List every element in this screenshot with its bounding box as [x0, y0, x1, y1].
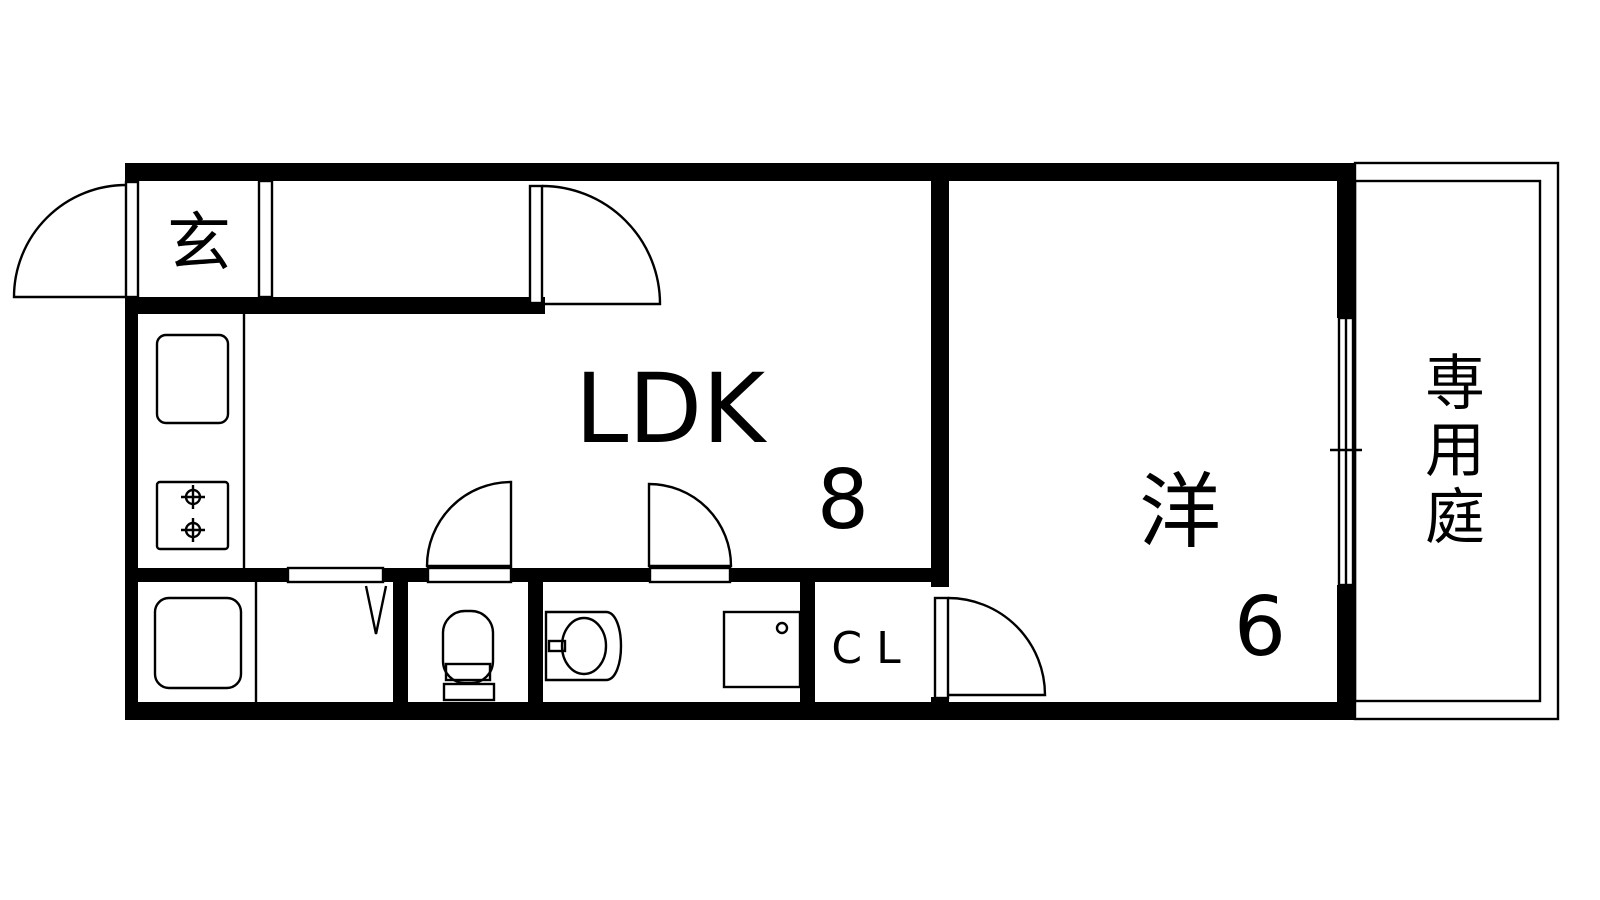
cl-right-wall-stub — [931, 697, 949, 720]
toilet-room — [425, 480, 513, 702]
faucet-icon — [547, 639, 567, 653]
drain-icon — [775, 621, 789, 635]
kitchen-sink — [155, 333, 230, 425]
genkan-bottom-wall — [125, 297, 545, 314]
toilet-door-frame — [426, 566, 513, 584]
cl-left-wall — [800, 568, 815, 720]
washroom-door-swing — [647, 482, 733, 568]
genkan-partition-frame — [257, 179, 274, 299]
top-wall — [125, 163, 1355, 181]
ldk-entry-door-frame — [528, 184, 544, 305]
wet-top-wall-4 — [730, 568, 949, 582]
closet-door-frame — [933, 596, 950, 700]
burner-icon — [181, 518, 205, 542]
entrance-label: 玄 — [167, 207, 231, 281]
ldk-entry-door — [528, 184, 662, 306]
ldk-label: LDK — [575, 353, 767, 465]
closet-door-swing — [947, 596, 1047, 697]
garden-label-char: 専 — [1425, 349, 1485, 419]
closet-door — [933, 596, 1047, 700]
genkan-partition — [257, 179, 274, 299]
western-right-wall-bottom — [1337, 585, 1355, 720]
ldk-size: 8 — [817, 453, 869, 548]
garden-inner — [1353, 179, 1542, 703]
toilet-bowl — [441, 609, 495, 685]
toilet-right-wall — [528, 568, 543, 720]
garden-label-char: 庭 — [1425, 483, 1485, 553]
entrance-door-swing — [12, 183, 127, 299]
western-room-size: 6 — [1234, 580, 1286, 675]
labels: 玄 LDK 8 洋 6 CL 専 用 庭 — [167, 207, 1485, 675]
left-wall — [125, 296, 138, 720]
kitchen-counter — [155, 314, 246, 568]
private-garden — [1353, 161, 1560, 721]
washroom-door-frame — [648, 566, 732, 584]
washroom — [544, 482, 802, 689]
bath-sliding-door — [286, 566, 385, 584]
ldk-right-wall — [931, 163, 949, 587]
wet-top-wall-3 — [511, 568, 651, 582]
bathtub — [153, 596, 243, 690]
garden-window — [1330, 316, 1362, 587]
wet-top-wall-1 — [125, 568, 288, 582]
toilet-left-wall — [393, 568, 408, 720]
closet-label: CL — [831, 623, 914, 674]
garden-label-char: 用 — [1425, 416, 1485, 486]
ldk-entry-door-swing — [541, 184, 662, 306]
bath-fixture-mark — [364, 585, 388, 635]
western-right-wall-top — [1337, 163, 1355, 318]
washing-machine-space — [722, 610, 802, 689]
wash-basin-bowl — [560, 616, 608, 676]
entrance-door — [12, 180, 140, 299]
toilet-door-swing — [425, 480, 513, 568]
left-wall-top-stub — [125, 163, 138, 185]
toilet-tank — [442, 682, 496, 702]
entrance-door-frame — [124, 180, 140, 299]
toilet-seat — [444, 662, 492, 682]
burner-icon — [181, 485, 205, 509]
walls — [125, 163, 1355, 720]
stove-top — [155, 480, 230, 551]
bathroom — [153, 566, 388, 702]
western-room-label: 洋 — [1139, 465, 1221, 560]
wash-basin — [544, 610, 623, 682]
bottom-wall — [125, 702, 1355, 720]
